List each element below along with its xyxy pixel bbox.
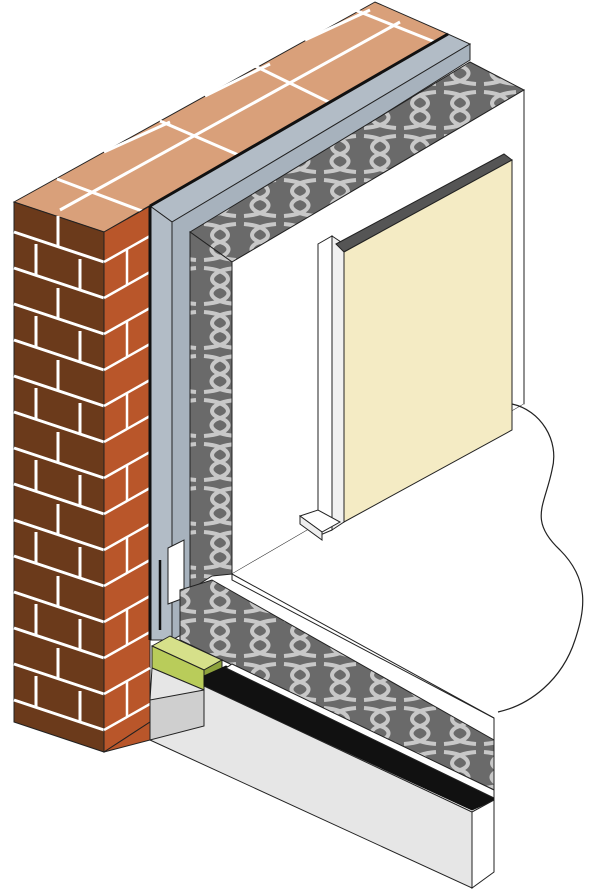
slab-front-face (149, 667, 473, 889)
floor-screed-edge (231, 573, 495, 719)
stud-side (331, 235, 345, 531)
mineral-wool-floor-insulation (179, 573, 495, 791)
cutaway-edge (497, 403, 584, 713)
mineral-wool-wall-insulation (189, 61, 526, 601)
slab-top-face (224, 663, 495, 799)
stud-foot-side (299, 515, 323, 541)
plasterboard-face (343, 159, 513, 523)
brick-side-joints (103, 234, 151, 732)
membrane-dark-edge (149, 32, 449, 208)
interior-floor-face (232, 404, 588, 700)
floor-insulation-run (179, 579, 495, 791)
brick-top-joints (56, 8, 441, 216)
stud-front (317, 235, 333, 537)
brick-side-face-base (103, 721, 151, 753)
timber-stud (298, 235, 345, 541)
brick-outer-leaf (12, 1, 450, 753)
concrete-foundation-slab (149, 663, 495, 889)
slab-side-face (471, 799, 495, 889)
brick-front-joints (13, 216, 105, 732)
internal-plasterboard-lining (335, 153, 513, 523)
insulation-vertical-run (189, 231, 233, 601)
